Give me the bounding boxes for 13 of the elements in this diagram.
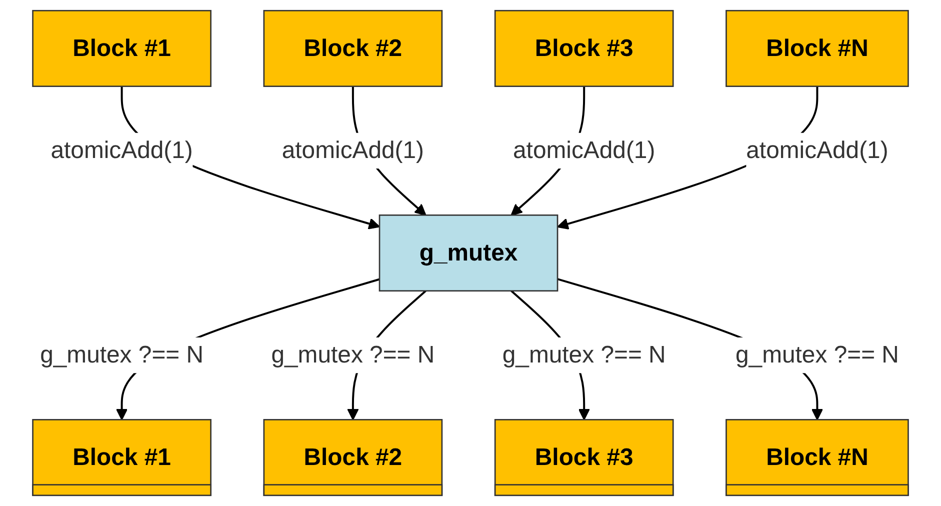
edge-label: atomicAdd(1) bbox=[513, 136, 656, 164]
node-box: Block #2 bbox=[263, 10, 443, 87]
edge-label: atomicAdd(1) bbox=[282, 136, 424, 164]
node-box: g_mutex bbox=[378, 214, 558, 292]
edge-label: g_mutex ?== N bbox=[271, 341, 435, 368]
node-box: Block #1 bbox=[32, 10, 212, 87]
node-box: Block #N bbox=[726, 10, 909, 87]
edge-label: g_mutex ?== N bbox=[40, 341, 204, 368]
node-box: Block #3 bbox=[494, 10, 674, 87]
edge-label: g_mutex ?== N bbox=[735, 341, 899, 368]
edge-label: atomicAdd(1) bbox=[746, 136, 888, 164]
edge-label: g_mutex ?== N bbox=[502, 341, 666, 368]
edge-label: atomicAdd(1) bbox=[50, 136, 193, 164]
